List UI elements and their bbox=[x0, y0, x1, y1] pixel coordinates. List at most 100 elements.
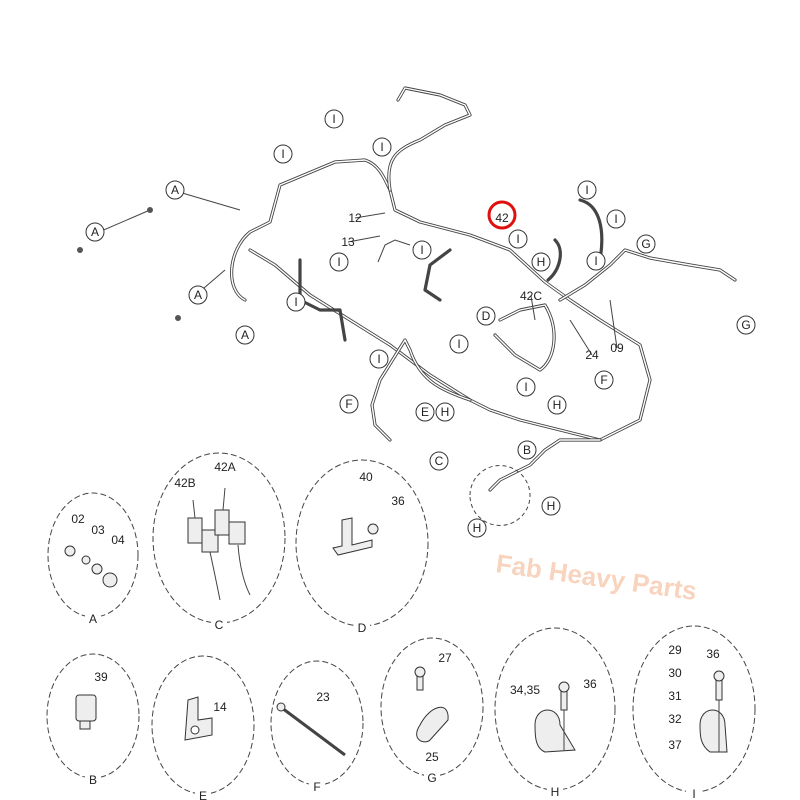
callout-12: 12 bbox=[348, 211, 362, 225]
detail-view-f: F 23 bbox=[270, 660, 364, 794]
callout-label: G bbox=[641, 237, 650, 251]
callout-label: H bbox=[473, 521, 482, 535]
callout-i: I bbox=[516, 377, 536, 397]
callout-f: F bbox=[339, 394, 359, 414]
part-number: 36 bbox=[391, 494, 405, 508]
callout-label: I bbox=[457, 337, 460, 351]
callout-label: I bbox=[281, 147, 284, 161]
part-number: 36 bbox=[706, 647, 720, 661]
part-number: 39 bbox=[94, 670, 108, 684]
callout-label: H bbox=[537, 255, 546, 269]
callout-label: 24 bbox=[585, 348, 599, 362]
callout-label: I bbox=[594, 254, 597, 268]
detail-letter: E bbox=[199, 789, 207, 800]
callout-g: G bbox=[736, 315, 756, 335]
detail-letter: A bbox=[89, 612, 97, 626]
callout-label: I bbox=[420, 243, 423, 257]
callout-24: 24 bbox=[585, 348, 599, 362]
callout-label: 12 bbox=[348, 211, 362, 225]
part-illustration bbox=[187, 487, 251, 601]
part-illustration bbox=[534, 681, 576, 753]
callout-b: B bbox=[517, 440, 537, 460]
detail-letter: I bbox=[692, 787, 695, 800]
callout-i: I bbox=[412, 240, 432, 260]
part-illustration bbox=[64, 545, 118, 588]
part-number: 03 bbox=[91, 523, 105, 537]
part-number: 29 bbox=[668, 643, 682, 657]
callout-a: A bbox=[188, 285, 208, 305]
callout-i: I bbox=[329, 252, 349, 272]
callout-a: A bbox=[85, 222, 105, 242]
part-number: 23 bbox=[316, 690, 330, 704]
callout-c: C bbox=[429, 451, 449, 471]
part-illustration bbox=[276, 702, 346, 757]
part-number: 42A bbox=[214, 460, 235, 474]
callout-42: 42 bbox=[487, 200, 517, 230]
callout-label: C bbox=[435, 454, 444, 468]
part-illustration bbox=[75, 694, 97, 730]
callout-h: H bbox=[547, 395, 567, 415]
callout-g: G bbox=[636, 234, 656, 254]
detail-letter: B bbox=[89, 773, 97, 787]
callout-h: H bbox=[531, 252, 551, 272]
callout-label: I bbox=[614, 212, 617, 226]
callout-i: I bbox=[369, 349, 389, 369]
detail-view-d: D 40 36 bbox=[295, 459, 429, 635]
part-number: 34,35 bbox=[510, 683, 540, 697]
callout-label: I bbox=[294, 295, 297, 309]
callout-label: A bbox=[194, 288, 202, 302]
callout-i: I bbox=[586, 251, 606, 271]
callout-a: A bbox=[235, 325, 255, 345]
callout-label: I bbox=[524, 380, 527, 394]
callout-e: E bbox=[415, 402, 435, 422]
callout-i: I bbox=[286, 292, 306, 312]
callout-label: F bbox=[600, 373, 607, 387]
callout-i: I bbox=[577, 180, 597, 200]
part-number: 27 bbox=[438, 651, 452, 665]
callout-09: 09 bbox=[610, 341, 624, 355]
part-number: 36 bbox=[583, 677, 597, 691]
detail-view-e: E14 bbox=[151, 655, 255, 800]
callout-label: A bbox=[171, 183, 179, 197]
callout-label: H bbox=[553, 398, 562, 412]
callout-label: H bbox=[547, 499, 556, 513]
part-number: 04 bbox=[111, 533, 125, 547]
callout-a: A bbox=[165, 180, 185, 200]
detail-letter: C bbox=[215, 618, 224, 632]
part-number: 25 bbox=[425, 750, 439, 764]
part-number: 40 bbox=[359, 470, 373, 484]
callout-label: I bbox=[380, 140, 383, 154]
part-illustration bbox=[414, 666, 449, 743]
callout-h: H bbox=[467, 518, 487, 538]
callout-i: I bbox=[508, 229, 528, 249]
callout-i: I bbox=[606, 209, 626, 229]
callout-13: 13 bbox=[341, 235, 355, 249]
callout-label: F bbox=[345, 397, 352, 411]
callout-label: 13 bbox=[341, 235, 355, 249]
callout-label: I bbox=[332, 112, 335, 126]
detail-letter: D bbox=[358, 621, 367, 635]
callout-label: H bbox=[441, 405, 450, 419]
callout-label: I bbox=[337, 255, 340, 269]
detail-letter: F bbox=[313, 780, 320, 794]
detail-letter: G bbox=[427, 771, 436, 785]
callout-i: I bbox=[372, 137, 392, 157]
callout-label: A bbox=[91, 225, 99, 239]
part-illustration bbox=[699, 670, 728, 753]
callout-label: B bbox=[523, 443, 531, 457]
callout-label: I bbox=[516, 232, 519, 246]
callout-i: I bbox=[324, 109, 344, 129]
watermark: Fab Heavy Parts bbox=[494, 548, 699, 606]
callout-label: D bbox=[482, 309, 491, 323]
callout-h: H bbox=[541, 496, 561, 516]
callout-d: D bbox=[476, 306, 496, 326]
callout-i: I bbox=[449, 334, 469, 354]
part-number: 32 bbox=[668, 712, 682, 726]
part-number: 37 bbox=[668, 738, 682, 752]
